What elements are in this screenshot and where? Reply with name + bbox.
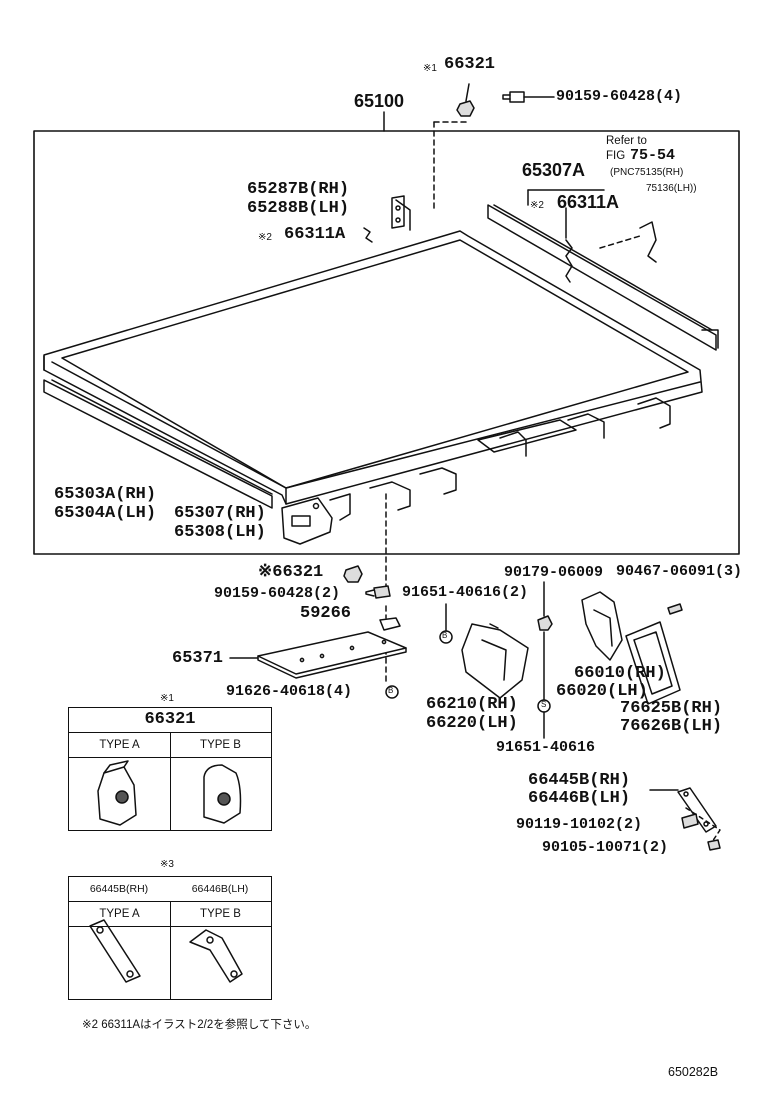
part-65307A[interactable]: 65307A: [522, 160, 586, 180]
nut-90179: [537, 615, 553, 631]
part-59266[interactable]: 59266: [300, 604, 352, 623]
table3-mark: ※3: [160, 859, 174, 870]
circle-s-marker: [537, 699, 551, 713]
pnc-ref-1: (PNC75135(RH): [610, 167, 684, 178]
bolt-90159-top: [502, 91, 555, 103]
table3-type-a: TYPE A: [99, 908, 140, 920]
bracket-66010: [581, 591, 623, 661]
assembly-frame: [33, 130, 740, 555]
frame-76625B: [625, 621, 681, 705]
part-91651-a[interactable]: 91651-40616(2): [402, 584, 529, 601]
bracket-type-b-illustration: [189, 929, 243, 983]
cross-members: [329, 397, 671, 521]
diagram-code: 650282B: [668, 1065, 719, 1079]
table1-type-b: TYPE B: [200, 739, 241, 751]
refer-to-label: Refer to: [606, 135, 647, 147]
part-66210[interactable]: 66210(RH): [426, 695, 518, 714]
table1-type-a: TYPE A: [99, 739, 140, 751]
part-76625B[interactable]: 76625B(RH): [620, 699, 723, 718]
part-65371[interactable]: 65371: [172, 649, 224, 668]
table1-mark: ※1: [160, 693, 174, 704]
part-66446B[interactable]: 66446B(LH): [528, 789, 631, 808]
part-91626[interactable]: 91626-40618(4): [226, 683, 353, 700]
screw-90119: [681, 813, 699, 829]
part-66321-mid[interactable]: ※66321: [258, 563, 324, 582]
part-65307[interactable]: 65307(RH): [174, 504, 266, 523]
bed-panel-65100: [43, 230, 703, 505]
part-66311A-left[interactable]: 66311A: [284, 225, 346, 244]
part-90179[interactable]: 90179-06009: [504, 564, 604, 581]
part-91651-b[interactable]: 91651-40616: [496, 739, 596, 756]
plate-65371: [229, 631, 407, 679]
variant-table-66445B: 66445B(RH) 66446B(LH) TYPE A TYPE B: [68, 876, 272, 1000]
clip-66311A-right: [565, 239, 573, 283]
fig-number-link[interactable]: 75-54: [630, 147, 676, 164]
part-65287B[interactable]: 65287B(RH): [247, 180, 350, 199]
circle-b-marker-2: [385, 685, 399, 699]
table3-title-rh: 66445B(RH): [89, 883, 149, 895]
bracket-type-a-illustration: [89, 919, 141, 983]
part-66445B[interactable]: 66445B(RH): [528, 771, 631, 790]
bracket-pnc75135: [639, 221, 657, 263]
circle-b-text-2: B: [388, 686, 394, 695]
variant-table-66321: 66321 TYPE A TYPE B: [68, 707, 272, 831]
part-90119[interactable]: 90119-10102(2): [516, 816, 643, 833]
part-90159-top[interactable]: 90159-60428(4): [556, 88, 683, 105]
spacer-59266: [379, 617, 401, 631]
bracket-65307: [281, 497, 333, 545]
part-76626B[interactable]: 76626B(LH): [620, 717, 723, 736]
part-90105[interactable]: 90105-10071(2): [542, 839, 669, 856]
screw-90105: [707, 839, 721, 851]
table3-title-lh: 66446B(LH): [191, 883, 249, 895]
part-65304A[interactable]: 65304A(LH): [54, 504, 157, 523]
footnote: ※2 66311Aはイラスト2/2を参照して下さい。: [82, 1019, 317, 1031]
pnc-ref-2: 75136(LH)): [646, 183, 697, 194]
note-mark-2b: ※2: [258, 232, 272, 243]
table3-type-b: TYPE B: [200, 908, 241, 920]
part-65100[interactable]: 65100: [354, 91, 405, 111]
part-66010[interactable]: 66010(RH): [574, 664, 666, 683]
circle-s-text: S: [541, 700, 547, 709]
part-65288B[interactable]: 65288B(LH): [247, 199, 350, 218]
table3-divider: [170, 901, 171, 999]
part-90159-mid[interactable]: 90159-60428(2): [214, 585, 341, 602]
nut-66321-mid: [343, 565, 363, 583]
part-66321-top[interactable]: 66321: [444, 55, 496, 74]
part-66311A-right[interactable]: 66311A: [557, 192, 620, 212]
bracket-65287B: [391, 195, 411, 231]
side-rail-65307A: [487, 204, 719, 351]
bracket-66210: [461, 623, 529, 699]
circle-b-text-1: B: [442, 631, 448, 640]
clip-66311A-left: [363, 227, 373, 243]
part-65303A[interactable]: 65303A(RH): [54, 485, 157, 504]
bolt-90159-mid: [365, 585, 391, 599]
table1-divider: [170, 732, 171, 830]
part-90467[interactable]: 90467-06091(3): [616, 563, 743, 580]
side-rail-65303A: [43, 379, 273, 509]
fig-label: FIG: [606, 150, 626, 162]
nut-66321-top: [456, 83, 475, 117]
nut-type-b-illustration: [203, 764, 242, 824]
part-66220[interactable]: 66220(LH): [426, 714, 518, 733]
note-mark-1: ※1: [423, 63, 437, 74]
part-66020[interactable]: 66020(LH): [556, 682, 648, 701]
note-mark-2a: ※2: [530, 200, 544, 211]
nut-type-a-illustration: [97, 760, 137, 826]
part-65308[interactable]: 65308(LH): [174, 523, 266, 542]
screw-90467: [667, 603, 683, 615]
table1-title: 66321: [69, 708, 271, 733]
